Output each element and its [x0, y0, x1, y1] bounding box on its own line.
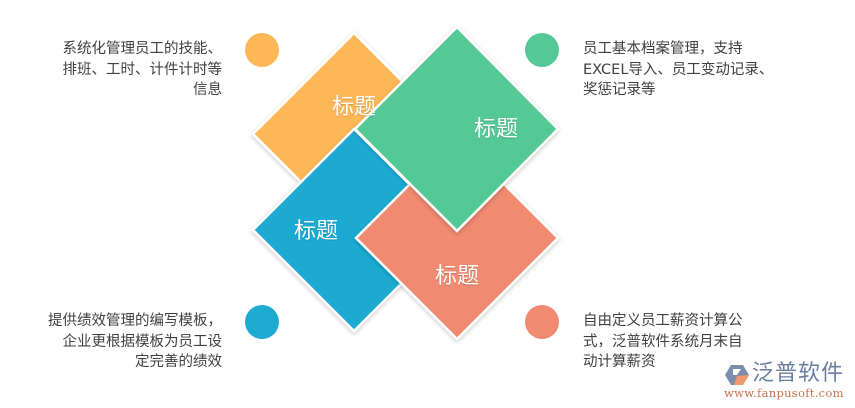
tile-green-diamond[interactable]	[353, 25, 560, 233]
logo-url: www.fanpusoft.com	[724, 386, 844, 400]
description-top-right: 员工基本档案管理，支持 EXCEL导入、员工变动记录、 奖惩记录等	[583, 41, 774, 98]
marker-dot-blue	[245, 305, 279, 339]
marker-dot-green	[525, 33, 559, 67]
marker-dot-red	[525, 305, 559, 339]
tile-label-blue: 标题	[293, 219, 338, 244]
tile-label-red: 标题	[434, 264, 479, 289]
tile-label-green: 标题	[473, 117, 518, 142]
fanpusoft-logo: 泛普软件 www.fanpusoft.com	[724, 361, 849, 402]
logo-name: 泛普软件	[752, 361, 845, 386]
marker-dot-orange	[245, 33, 279, 67]
tile-label-orange: 标题	[331, 95, 376, 120]
logo-hexagon-icon	[725, 365, 749, 385]
description-bottom-left: 提供绩效管理的编写模板， 企业更根据模板为员工设 定完善的绩效	[48, 313, 222, 370]
tile-red-diamond[interactable]	[354, 135, 560, 341]
description-bottom-right: 自由定义员工薪资计算公 式，泛普软件系统月末自 动计算薪资	[583, 313, 743, 370]
description-top-left: 系统化管理员工的技能、 排班、工时、计件计时等 信息	[62, 41, 223, 98]
